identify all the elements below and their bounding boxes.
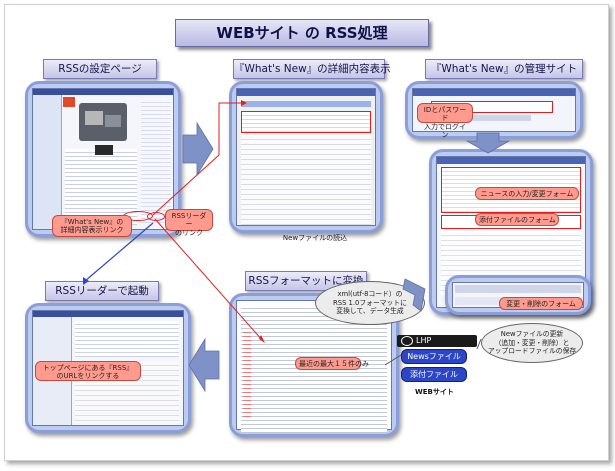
cd-icon xyxy=(401,335,413,346)
website-label: WEBサイト xyxy=(415,388,454,396)
attach-file-db: 添付ファイル xyxy=(401,367,467,382)
callout-login: IDとパスワード 入力でログイン xyxy=(417,103,473,139)
website-box: LHP Newsファイル 添付ファイル WEBサイト xyxy=(397,335,485,405)
website-logo: LHP xyxy=(397,335,477,347)
section-title-settings-page: RSSの設定ページ xyxy=(43,59,157,79)
section-title-admin-site: 『What's New』の管理サイト xyxy=(425,59,583,79)
callout-edit-delete-form: 変更・削除のフォーム xyxy=(499,297,583,310)
note-new-file-read: Newファイルの読込 xyxy=(282,234,348,242)
callout-detail-link: 『What's New』の 詳細内容表示リンク xyxy=(52,215,132,237)
diagram-page: WEBサイト の RSS処理 RSSの設定ページ 『What's New』の 詳… xyxy=(4,4,609,461)
callout-top-page-link: トップページにある『RSS』 のURLをリンクする xyxy=(35,361,141,381)
callout-attach-form: 添付ファイルのフォーム xyxy=(475,213,559,226)
cloud-convert: xml(utf-8コード）の RSS 1.0フォーマットに 変換して、データ生成 xyxy=(315,281,425,325)
rss-link-highlight xyxy=(147,212,165,221)
arrow-format-to-reader xyxy=(188,337,220,393)
callout-rss-reader-link: RSSリーダー のリンク xyxy=(165,209,213,237)
callout-news-form: ニュースの入力/変更フォーム xyxy=(475,187,579,200)
section-title-whats-new-detail: 『What's New』の詳細内容表示 xyxy=(233,59,391,79)
news-file-db: Newsファイル xyxy=(401,349,467,364)
section-title-rss-reader: RSSリーダーで起動 xyxy=(45,281,159,301)
cloud-update: Newファイルの更新 （追加・変更・削除）と アップロードファイルの保存 xyxy=(481,323,583,363)
main-title: WEBサイト の RSS処理 xyxy=(175,19,429,47)
arrow-settings-to-detail xyxy=(182,121,214,177)
callout-latest-15: 最近の最大１５件のみ xyxy=(295,357,369,370)
whats-new-detail-screenshot xyxy=(229,81,383,233)
